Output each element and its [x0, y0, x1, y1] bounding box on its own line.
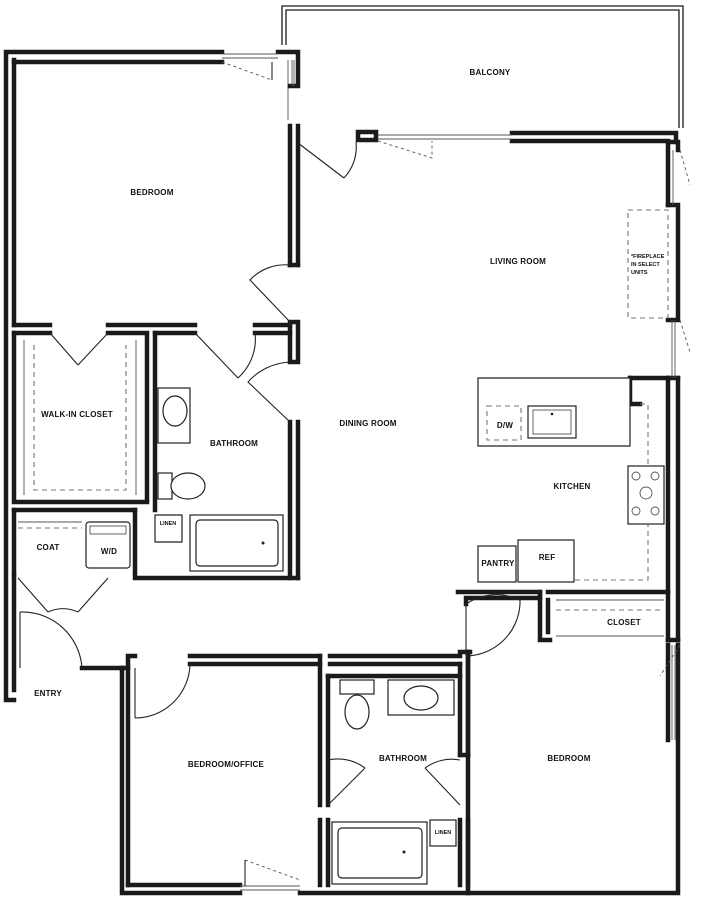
room-labels: BALCONY BEDROOM LIVING ROOM *FIREPLACE I…: [34, 68, 665, 836]
label-fireplace-1: *FIREPLACE: [631, 254, 665, 260]
label-ref: REF: [539, 553, 556, 562]
fixtures: [18, 209, 669, 885]
doors: [17, 61, 691, 886]
label-linen-bottom: LINEN: [435, 830, 452, 836]
label-fireplace-2: IN SELECT: [631, 262, 660, 268]
label-bedroom-bottom: BEDROOM: [547, 754, 590, 763]
label-closet: CLOSET: [607, 618, 641, 627]
label-coat: COAT: [37, 543, 60, 552]
label-bathroom-bottom: BATHROOM: [379, 754, 427, 763]
walls: [3, 49, 681, 896]
label-entry: ENTRY: [34, 689, 62, 698]
label-fireplace-3: UNITS: [631, 270, 648, 276]
label-balcony: BALCONY: [470, 68, 511, 77]
label-wd: W/D: [101, 547, 117, 556]
label-bedroom-top: BEDROOM: [130, 188, 173, 197]
label-pantry: PANTRY: [481, 559, 515, 568]
windows: [222, 53, 676, 891]
balcony-railing: [281, 5, 684, 128]
label-dw: D/W: [497, 421, 513, 430]
label-linen-top: LINEN: [160, 521, 177, 527]
label-dining-room: DINING ROOM: [339, 419, 396, 428]
label-walk-in-closet: WALK-IN CLOSET: [41, 410, 113, 419]
label-bedroom-office: BEDROOM/OFFICE: [188, 760, 265, 769]
label-kitchen: KITCHEN: [554, 482, 591, 491]
label-living-room: LIVING ROOM: [490, 257, 546, 266]
label-bathroom-top: BATHROOM: [210, 439, 258, 448]
